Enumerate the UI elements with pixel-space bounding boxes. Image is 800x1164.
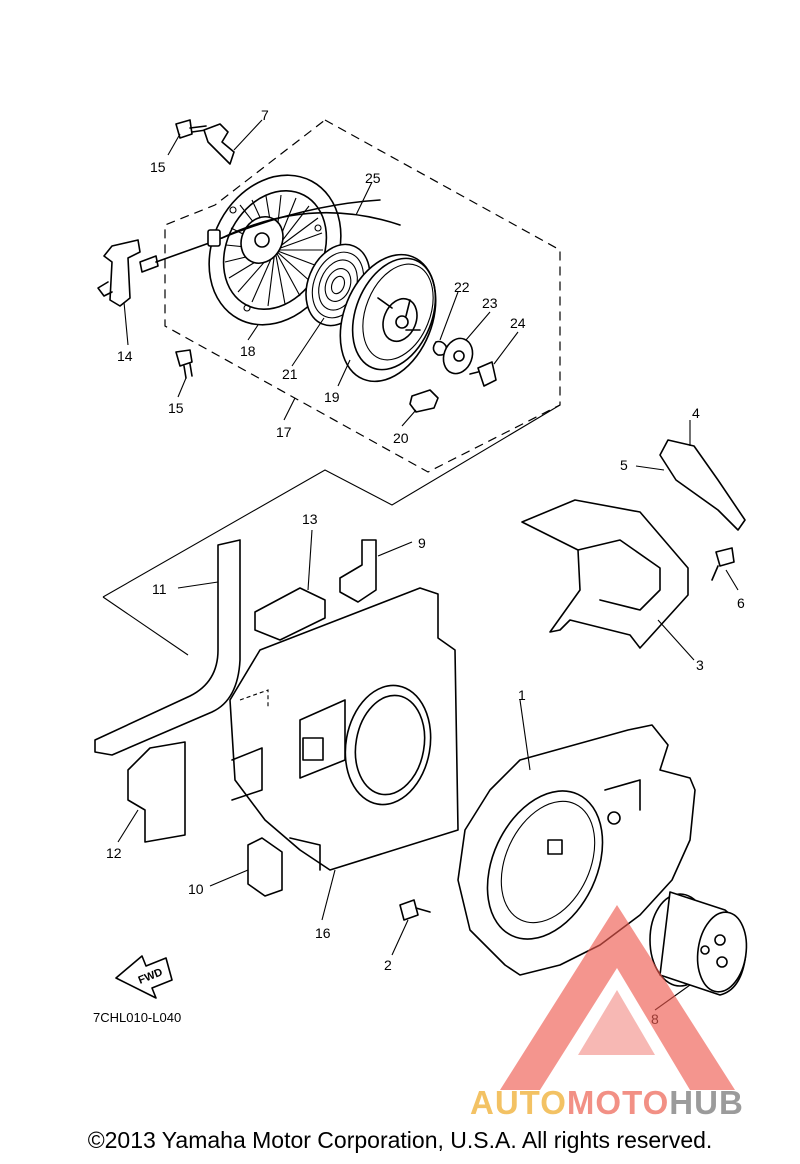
case-bolt-lower [175, 349, 193, 379]
callout-13: 13 [302, 511, 318, 527]
grommet [649, 891, 748, 996]
callout-17: 17 [276, 424, 292, 440]
callout-11: 11 [152, 581, 167, 597]
callout-4: 4 [692, 405, 700, 421]
fan-cover [457, 724, 696, 976]
sponge-13 [254, 587, 326, 641]
callout-16: 16 [315, 925, 331, 941]
callout-10: 10 [188, 881, 204, 897]
callout-19: 19 [324, 389, 340, 405]
callout-14: 14 [117, 348, 133, 364]
callout-9: 9 [418, 535, 426, 551]
air-duct-inner [577, 539, 661, 611]
callout-25: 25 [365, 170, 381, 186]
drive-plate [442, 337, 474, 375]
callout-6: 6 [737, 595, 745, 611]
starter-bolt [469, 361, 497, 387]
air-duct [521, 499, 689, 649]
callout-18: 18 [240, 343, 256, 359]
callout-12: 12 [106, 845, 122, 861]
callout-7: 7 [261, 107, 269, 123]
callout-1: 1 [518, 687, 526, 703]
watermark-logo: AUTOMOTOHUB [470, 905, 744, 1121]
callout-3: 3 [696, 657, 704, 673]
callout-15-upper: 15 [150, 159, 166, 175]
callout-22: 22 [454, 279, 470, 295]
leader-lines [117, 119, 739, 1011]
sponge-12 [127, 741, 186, 843]
callout-21: 21 [282, 366, 298, 382]
callout-24: 24 [510, 315, 526, 331]
fan-housing [229, 587, 459, 871]
copyright-notice: ©2013 Yamaha Motor Corporation, U.S.A. A… [87, 1127, 713, 1153]
starter-rope [221, 211, 401, 239]
seal-strip [94, 539, 241, 756]
fan-cover-bolt [399, 899, 431, 921]
callout-5: 5 [620, 457, 628, 473]
lower-reference-lines [102, 404, 561, 656]
pawl [409, 389, 439, 413]
case-bolt-upper [175, 119, 207, 139]
callout-2: 2 [384, 957, 392, 973]
duct-screw [711, 547, 735, 581]
diagram-code: 7CHL010-L040 [93, 1010, 181, 1025]
svg-text:AUTOMOTOHUB: AUTOMOTOHUB [470, 1084, 744, 1121]
watermark-auto: AUTO [470, 1084, 567, 1121]
watermark-hub: HUB [669, 1084, 744, 1121]
sheave-drum [339, 253, 437, 383]
starter-assembly-outline [164, 119, 561, 473]
callout-23: 23 [482, 295, 498, 311]
duct-bracket [659, 439, 746, 531]
rope-guide [203, 123, 235, 165]
callout-15-lower: 15 [168, 400, 184, 416]
callout-20: 20 [393, 430, 409, 446]
watermark-moto: MOTO [567, 1084, 669, 1121]
forward-direction-arrow: FWD [115, 955, 173, 999]
sponge-10 [247, 837, 283, 897]
seal-9 [339, 539, 377, 603]
